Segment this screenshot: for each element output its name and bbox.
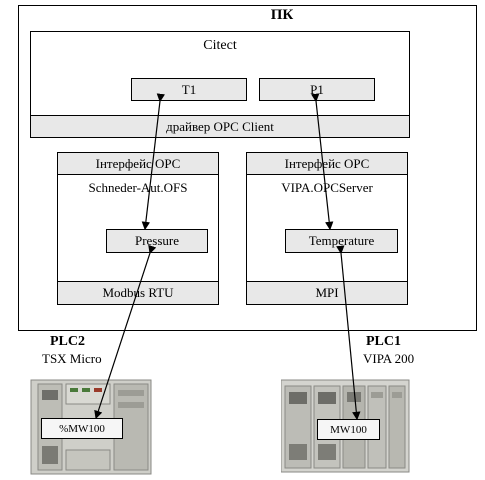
pc-title: ПК — [270, 7, 294, 23]
protocol-mpi: MPI — [246, 281, 408, 305]
plc1-model: VIPA 200 — [363, 351, 415, 366]
plc1-register: MW100 — [317, 419, 380, 440]
variable-temperature: Temperature — [285, 229, 398, 253]
opc-interface-schneider: Інтерфейс OPC — [57, 152, 219, 175]
opc-client-driver: драйвер OPC Client — [30, 115, 410, 138]
variable-pressure: Pressure — [106, 229, 208, 253]
plc2-model: TSX Micro — [42, 351, 102, 366]
plc2-label: PLC2 — [50, 334, 85, 349]
plc2-register: %MW100 — [41, 418, 123, 439]
plc1-label: PLC1 — [366, 334, 401, 349]
citect-title: Citect — [203, 38, 237, 53]
tag-p1: P1 — [259, 78, 375, 101]
opc-interface-vipa: Інтерфейс OPC — [246, 152, 408, 175]
server-name-schneider: Schneder-Aut.OFS — [88, 180, 188, 195]
server-name-vipa: VIPA.OPCServer — [281, 180, 373, 195]
tag-t1: T1 — [131, 78, 247, 101]
protocol-modbus-rtu: Modbus RTU — [57, 281, 219, 305]
